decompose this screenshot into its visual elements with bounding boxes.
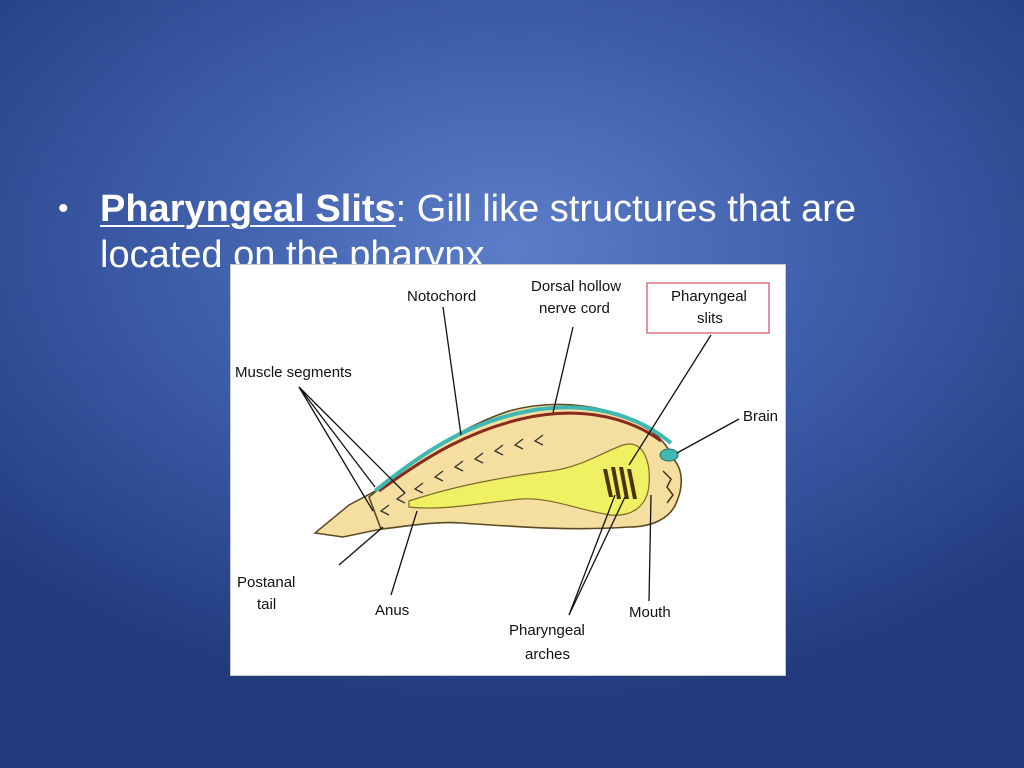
slits-highlight-box xyxy=(646,282,770,334)
label-arches-line1: Pharyngeal xyxy=(509,622,585,639)
notochord-shape xyxy=(378,411,662,493)
label-arches-line2: arches xyxy=(525,646,570,663)
mouth-shape xyxy=(662,470,674,504)
label-slits-line1: Pharyngeal xyxy=(671,288,747,305)
label-tail-line2: tail xyxy=(257,596,276,613)
label-anus: Anus xyxy=(375,602,409,619)
chordate-diagram-svg: Notochord Dorsal hollow nerve cord Phary… xyxy=(235,278,778,663)
label-slits-line2: slits xyxy=(697,310,723,327)
label-mouth: Mouth xyxy=(629,604,671,621)
brain-shape xyxy=(659,448,679,462)
gut-shape xyxy=(408,443,650,516)
label-muscle-segments: Muscle segments xyxy=(235,364,352,381)
term-pharyngeal-slits: Pharyngeal Slits xyxy=(100,188,396,230)
bullet-dot: • xyxy=(58,192,69,225)
nerve-cord-shape xyxy=(373,405,673,493)
pharyngeal-slits-shape xyxy=(603,467,637,499)
label-dorsal-line1: Dorsal hollow xyxy=(531,278,621,295)
chordate-diagram: Notochord Dorsal hollow nerve cord Phary… xyxy=(230,264,786,676)
muscle-segments-shape xyxy=(379,434,544,516)
label-tail-line1: Postanal xyxy=(237,574,295,591)
label-brain: Brain xyxy=(743,408,778,425)
label-notochord: Notochord xyxy=(407,288,476,305)
term-separator: : xyxy=(395,188,407,230)
leader-lines xyxy=(298,306,740,616)
label-dorsal-line2: nerve cord xyxy=(539,300,610,317)
